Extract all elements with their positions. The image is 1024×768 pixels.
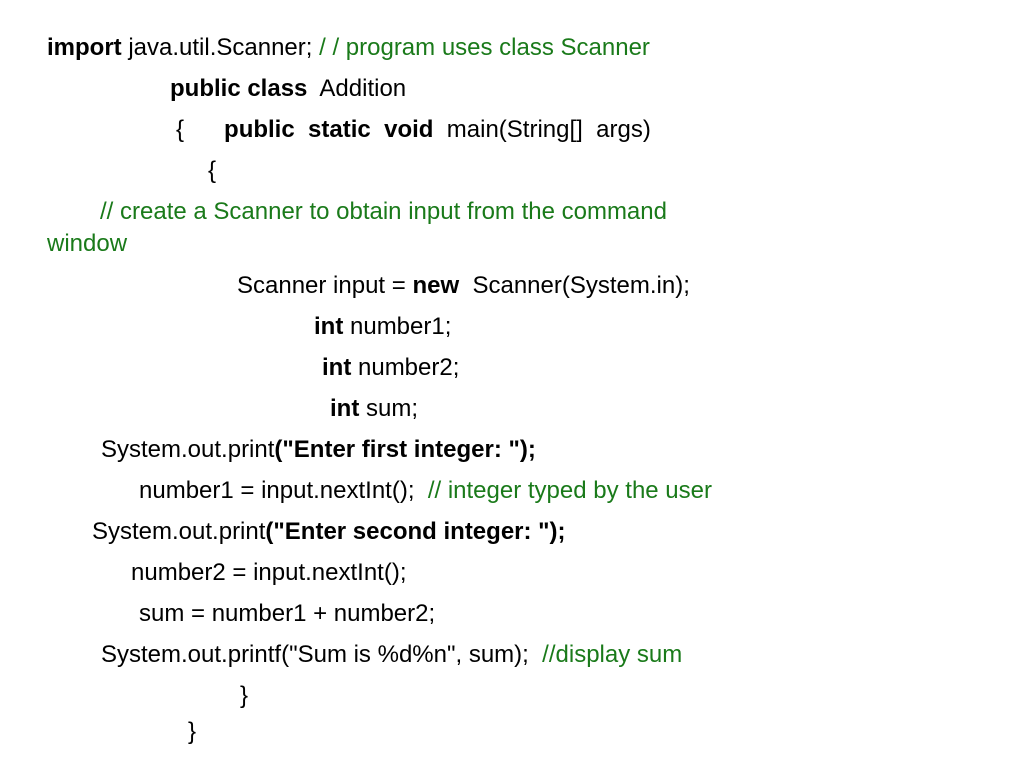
keyword-static: static (308, 116, 371, 143)
code-line-import: import java.util.Scanner; / / program us… (47, 34, 650, 62)
code-brace: { (176, 116, 225, 143)
code-line-class: public class Addition (170, 75, 406, 103)
code-string: ("Enter first integer: "); (274, 436, 536, 463)
code-brace: { (208, 157, 217, 184)
code-line-print-first: System.out.print("Enter first integer: "… (101, 436, 536, 464)
code-comment: / / program uses class Scanner (319, 34, 650, 61)
code-brace: } (240, 682, 249, 709)
code-comment-line: // create a Scanner to obtain input from… (100, 198, 667, 226)
code-text: main(String[] args) (433, 116, 651, 143)
keyword-int: int (330, 395, 360, 422)
code-text: sum; (359, 395, 419, 422)
code-text: number1; (343, 313, 452, 340)
code-string: ("Enter second integer: "); (265, 518, 566, 545)
code-line-sum: sum = number1 + number2; (139, 600, 435, 628)
code-comment: //display sum (542, 641, 683, 668)
code-text: number2; (351, 354, 460, 381)
code-line-number1-decl: int number1; (314, 313, 451, 341)
code-text: System.out.print (101, 436, 275, 463)
keyword-public: public (224, 116, 295, 143)
code-text: number2 = input.nextInt(); (131, 559, 407, 586)
keyword-public-class: public class (170, 75, 308, 102)
code-text: System.out.printf("Sum is %d%n", sum); (101, 641, 543, 668)
code-text: sum = number1 + number2; (139, 600, 436, 627)
code-line-number2-decl: int number2; (322, 354, 459, 382)
code-line-printf: System.out.printf("Sum is %d%n", sum); /… (101, 641, 682, 669)
keyword-int: int (314, 313, 344, 340)
keyword-new: new (412, 272, 460, 299)
code-comment: window (47, 230, 128, 257)
code-line-open-brace: { (208, 157, 216, 185)
keyword-void: void (384, 116, 434, 143)
keyword-int: int (322, 354, 352, 381)
code-text: java.util.Scanner; (121, 34, 320, 61)
code-line-main: { public static void main(String[] args) (176, 116, 651, 144)
code-comment: // create a Scanner to obtain input from… (100, 198, 667, 225)
code-text: Addition (307, 75, 407, 102)
code-comment-line-wrap: window (47, 230, 127, 258)
code-line-print-second: System.out.print("Enter second integer: … (92, 518, 566, 546)
code-space (371, 116, 384, 143)
code-comment: // integer typed by the user (427, 477, 712, 504)
code-text: Scanner(System.in); (459, 272, 690, 299)
keyword-import: import (47, 34, 122, 61)
code-text: System.out.print (92, 518, 266, 545)
code-line-sum-decl: int sum; (330, 395, 418, 423)
code-space (295, 116, 308, 143)
code-text: number1 = input.nextInt(); (139, 477, 428, 504)
code-line-close-brace-inner: } (240, 682, 248, 710)
code-line-read-number2: number2 = input.nextInt(); (131, 559, 406, 587)
code-line-read-number1: number1 = input.nextInt(); // integer ty… (139, 477, 712, 505)
code-text: Scanner input = (237, 272, 413, 299)
code-line-scanner: Scanner input = new Scanner(System.in); (237, 272, 690, 300)
code-brace: } (188, 718, 197, 745)
code-line-close-brace-outer: } (188, 718, 196, 746)
